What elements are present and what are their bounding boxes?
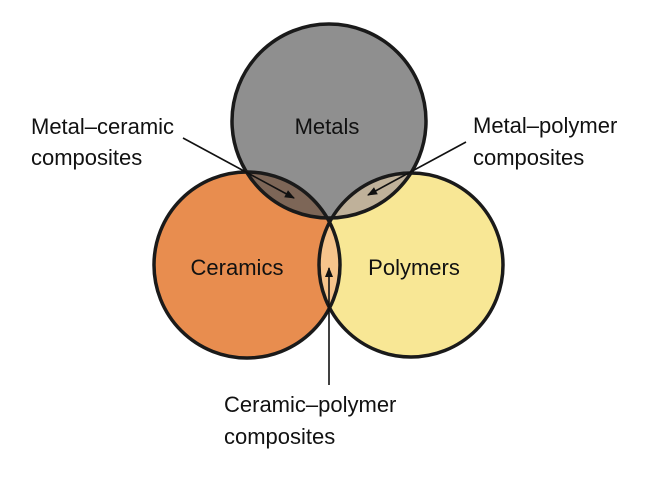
ceramic-polymer-callout-line2: composites (224, 424, 335, 449)
ceramics-circle (154, 172, 340, 358)
ceramics-label: Ceramics (191, 255, 284, 280)
metal-ceramic-callout-line1: Metal–ceramic (31, 114, 174, 139)
metal-polymer-arrow (367, 141, 467, 196)
metal-polymer-callout-line1: Metal–polymer (473, 113, 617, 138)
metals-circle (232, 24, 426, 218)
polymers-circle-outline (317, 171, 505, 359)
metal-polymer-callout: Metal–polymer composites (473, 113, 623, 170)
ceramic-polymer-callout: Ceramic–polymer composites (224, 392, 403, 449)
ceramic-polymer-callout-line1: Ceramic–polymer (224, 392, 396, 417)
polymers-circle (319, 173, 503, 357)
polymers-label: Polymers (368, 255, 460, 280)
metal-polymer-callout-line2: composites (473, 145, 584, 170)
metal-ceramic-callout: Metal–ceramic composites (31, 114, 180, 170)
metal-ceramic-arrow (182, 137, 295, 199)
metal-ceramic-callout-line2: composites (31, 145, 142, 170)
metals-label: Metals (295, 114, 360, 139)
